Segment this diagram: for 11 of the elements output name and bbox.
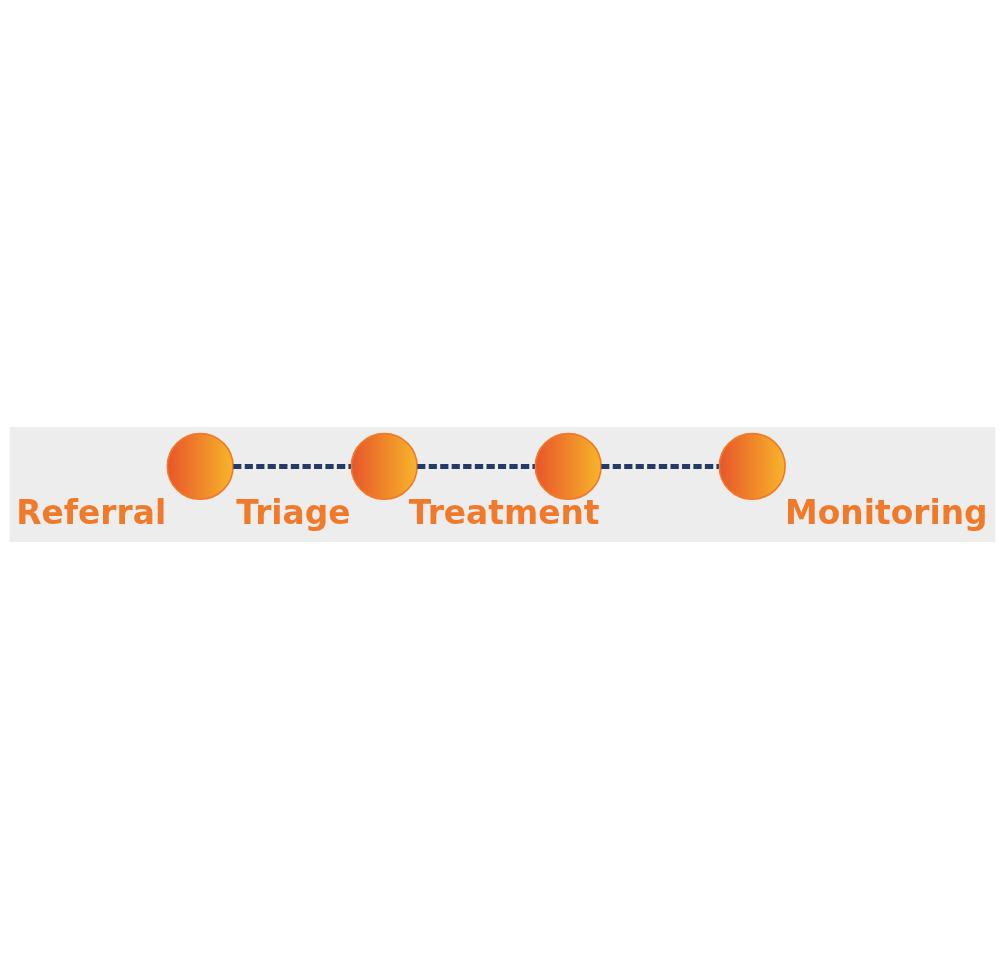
connector	[233, 463, 351, 469]
node-circle	[350, 432, 418, 500]
node-circle	[166, 432, 234, 500]
node-label: Triage	[236, 493, 351, 532]
node-label: Referral	[16, 493, 167, 532]
node-label: Treatment	[408, 493, 600, 532]
node-label: Monitoring	[785, 493, 988, 532]
node-circle	[534, 432, 602, 500]
connector	[417, 463, 535, 469]
connector	[601, 463, 719, 469]
node-circle	[718, 432, 786, 500]
